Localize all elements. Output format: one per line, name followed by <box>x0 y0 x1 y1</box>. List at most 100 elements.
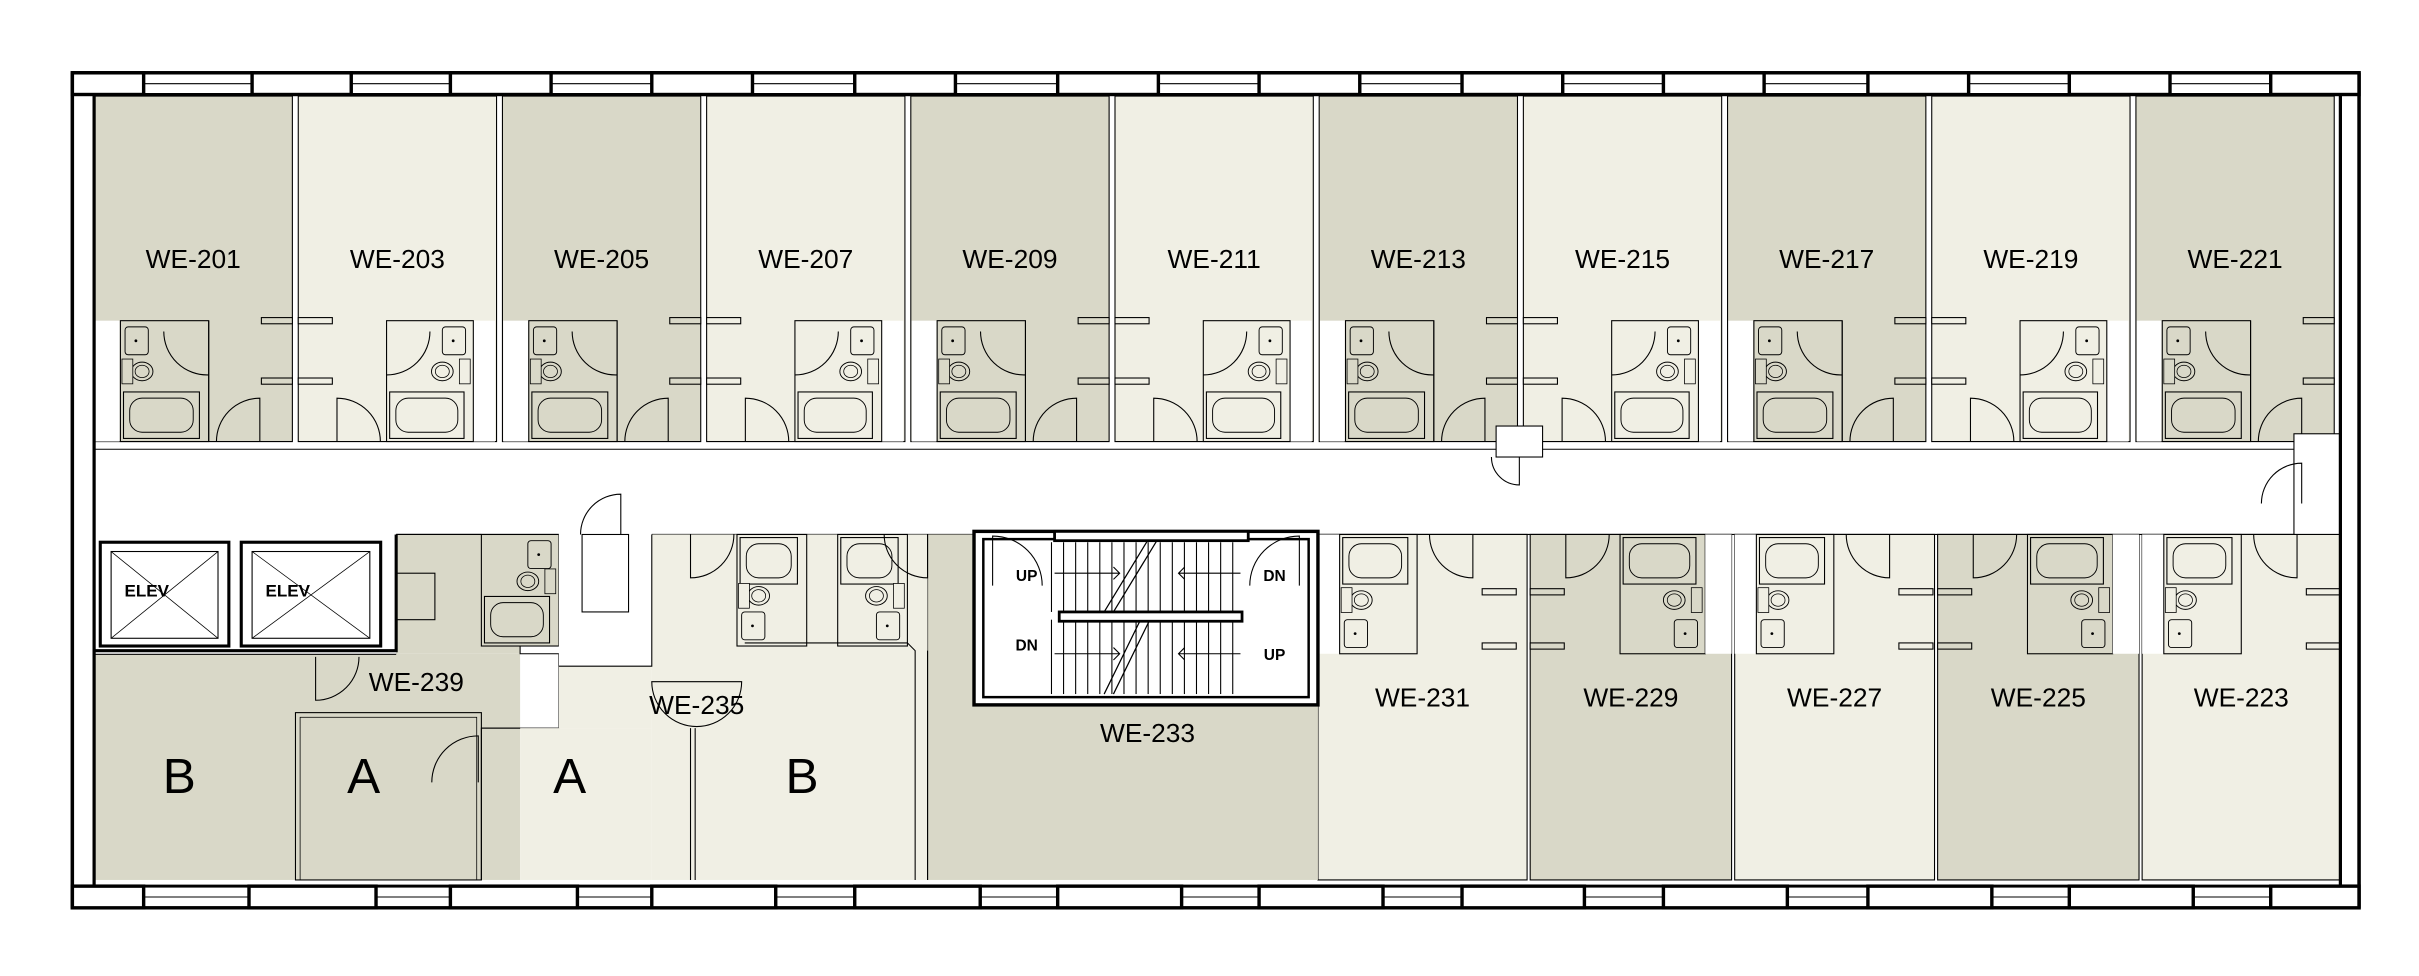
toilet-bowl-icon <box>520 574 536 588</box>
toilet-bowl-icon <box>951 364 967 379</box>
room-we-235 <box>520 728 652 880</box>
sink-icon <box>1666 326 1692 356</box>
wall-pier <box>2269 71 2361 97</box>
stub-vestibule <box>581 533 630 613</box>
closet-shelf <box>1937 642 1973 650</box>
elevator-shaft <box>98 540 231 648</box>
arrow-right-icon <box>1054 647 1121 661</box>
entry-door-icon <box>744 397 790 442</box>
closet-shelf <box>1522 377 1558 385</box>
stair-label-dn: DN <box>1016 638 1038 655</box>
room-label: WE-215 <box>1575 244 1670 274</box>
bathtub-icon <box>389 391 465 439</box>
arrow-right-icon <box>1054 566 1121 580</box>
bedroom-label: A <box>347 748 380 804</box>
bathtub-icon <box>1622 537 1697 585</box>
entry-door-icon <box>1561 397 1607 442</box>
faucet-icon <box>951 339 955 343</box>
wall-band <box>73 74 93 907</box>
bath-door-swing-icon <box>1611 331 1656 376</box>
sink-icon <box>2075 326 2100 356</box>
stair-break-icon <box>1103 540 1158 695</box>
toilet-icon <box>2070 590 2094 610</box>
closet-shelf <box>1931 317 1967 325</box>
wall-pier <box>247 884 378 910</box>
wall-pier <box>853 884 982 910</box>
bath-door-swing-icon <box>386 331 431 376</box>
wall-pier <box>448 71 553 97</box>
entry-door-icon <box>1972 534 2018 579</box>
room-label: WE-203 <box>350 244 445 274</box>
room-label: WE-229 <box>1583 682 1678 712</box>
wall-band <box>2341 74 2358 907</box>
bathtub-basin-icon <box>129 397 194 433</box>
door-swing-icon <box>579 493 622 535</box>
bedroom-a-inner <box>299 716 478 881</box>
elevator-label: ELEV <box>125 581 170 600</box>
wall-pier <box>1661 884 1790 910</box>
wall-pier <box>1866 71 1971 97</box>
sink-icon <box>875 611 901 641</box>
closet-shelf <box>1931 377 1967 385</box>
room-outline <box>481 534 653 729</box>
faucet-icon <box>2177 632 2181 636</box>
bathtub-basin-icon <box>1354 397 1419 433</box>
faucet-icon <box>860 339 863 343</box>
closet-shelf <box>1894 317 1927 325</box>
toilet-bowl-icon <box>134 364 150 379</box>
bathroom-gap <box>1734 534 1757 654</box>
elevator-block-outline <box>94 534 398 653</box>
bathtub-basin-icon <box>395 397 459 433</box>
faucet-icon <box>1353 632 1357 636</box>
wall-pier <box>1257 884 1385 910</box>
door-swing-icon <box>689 534 735 579</box>
sink-icon <box>1673 619 1698 649</box>
closet-shelf <box>669 317 702 325</box>
closet-shelf <box>706 377 742 385</box>
sink-icon <box>2081 619 2106 649</box>
sink-icon <box>532 326 558 356</box>
toilet-bowl-icon <box>869 589 884 603</box>
stair-door-icon <box>1249 535 1300 586</box>
bathtub-icon <box>739 537 798 585</box>
sink-icon <box>124 326 149 356</box>
faucet-icon <box>451 339 455 343</box>
exit-door-icon <box>2260 462 2303 504</box>
wall-pier <box>1866 884 1994 910</box>
entry-door-icon <box>1969 397 2015 442</box>
closet-shelf <box>2305 588 2341 596</box>
sink-icon <box>1258 326 1283 356</box>
room-label: WE-225 <box>1991 682 2086 712</box>
toilet-tank-icon <box>867 358 879 385</box>
faucet-icon <box>134 339 138 343</box>
wall-pier <box>650 884 778 910</box>
entry-door-icon <box>336 397 381 442</box>
bath-door-swing-icon <box>1203 331 1248 376</box>
toilet-icon <box>1656 361 1679 382</box>
closet-shelf <box>1077 377 1110 385</box>
toilet-tank-icon <box>458 358 471 385</box>
toilet-tank-icon <box>1690 587 1703 613</box>
toilet-tank-icon <box>938 358 950 385</box>
room-we-239 <box>94 653 521 880</box>
toilet-tank-icon <box>738 583 750 609</box>
toilet-bowl-icon <box>2176 364 2192 379</box>
toilet-tank-icon <box>121 358 134 385</box>
closet-shelf <box>297 377 333 385</box>
closet-shelf <box>1898 588 1934 596</box>
room-label: WE-233 <box>1100 718 1195 748</box>
bathtub-icon <box>1756 391 1834 439</box>
room-label: WE-205 <box>554 244 649 274</box>
room-we-235 <box>558 666 652 729</box>
stair-label-up: UP <box>1264 647 1286 664</box>
faucet-icon <box>1683 632 1687 636</box>
entry-door-icon <box>1441 397 1486 442</box>
bedroom-b-outline <box>744 642 916 880</box>
bathroom-gap <box>2142 534 2164 654</box>
closet-shelf <box>669 377 702 385</box>
closet-shelf <box>2305 642 2341 650</box>
room-label: WE-211 <box>1168 244 1261 274</box>
wall-pier <box>1257 71 1362 97</box>
toilet-tank-icon <box>1755 358 1767 385</box>
entry-door-icon <box>2257 397 2303 442</box>
